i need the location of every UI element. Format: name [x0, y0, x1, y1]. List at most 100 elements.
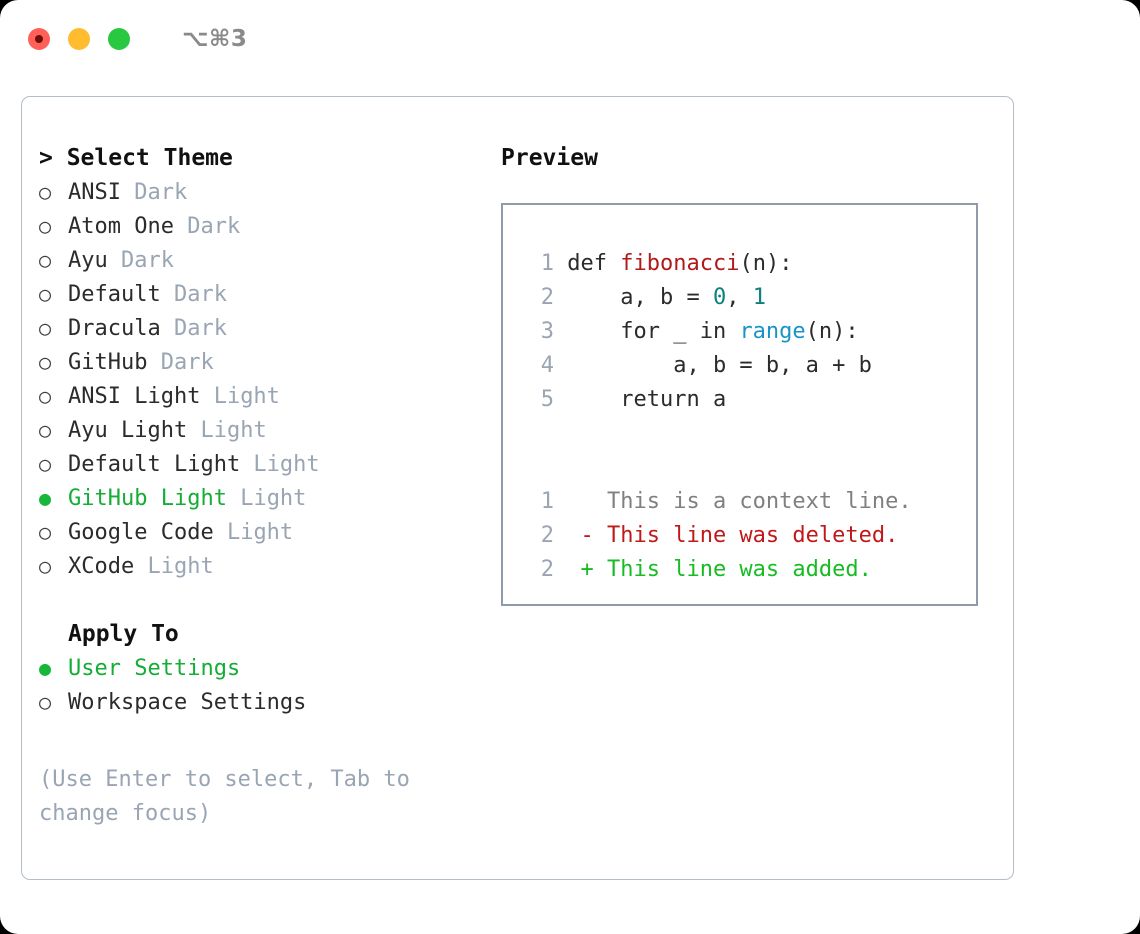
theme-list-item[interactable]: ○ ANSI Light Light [39, 379, 489, 413]
apply-to-list[interactable]: ● User Settings ○ Workspace Settings [39, 651, 489, 719]
theme-list-item[interactable]: ● GitHub Light Light [39, 481, 489, 515]
theme-list[interactable]: ○ANSI Dark○Atom One Dark○Ayu Dark○Defaul… [39, 175, 489, 583]
radio-unselected-icon: ○ [39, 690, 52, 714]
code-gutter-gap [554, 353, 567, 378]
code-token: (n): [805, 319, 859, 344]
line-number: 5 [540, 387, 554, 412]
theme-name-label: Default Light [68, 452, 241, 477]
close-window-icon[interactable] [28, 28, 50, 50]
code-line: 1 def fibonacci(n): [524, 247, 872, 281]
keyboard-shortcut-label: ⌥⌘3 [182, 26, 248, 52]
radio-unselected-icon: ○ [39, 452, 52, 476]
diff-sample: 1 This is a context line.2 - This line w… [524, 485, 912, 587]
preview-title: Preview [501, 145, 598, 171]
theme-selector-title: > Select Theme [39, 145, 233, 171]
code-token: for _ in [567, 319, 740, 344]
radio-unselected-icon: ○ [39, 384, 52, 408]
minimize-window-icon[interactable] [68, 28, 90, 50]
apply-to-title: Apply To [68, 621, 179, 647]
code-token: a, b = [567, 285, 713, 310]
code-gutter-gap [554, 319, 567, 344]
radio-selected-icon: ● [39, 486, 52, 510]
theme-variant-label: Dark [160, 316, 227, 341]
radio-selected-icon: ● [39, 656, 52, 680]
theme-name-label: GitHub [68, 350, 148, 375]
code-token: 1 [752, 285, 766, 310]
radio-unselected-icon: ○ [39, 520, 52, 544]
theme-name-label: Google Code [68, 520, 214, 545]
diff-text: + This line was added. [554, 557, 872, 582]
theme-list-item[interactable]: ○ Google Code Light [39, 515, 489, 549]
maximize-window-icon[interactable] [108, 28, 130, 50]
theme-variant-label: Dark [173, 214, 241, 239]
code-token: a, b = b, a + b [567, 353, 872, 378]
theme-list-item[interactable]: ○Ayu Dark [39, 243, 489, 277]
preview-column: Preview [501, 141, 996, 175]
theme-name-label: GitHub Light [68, 486, 227, 511]
code-line: 3 for _ in range(n): [524, 315, 872, 349]
line-number: 1 [540, 489, 554, 514]
theme-variant-label: Dark [160, 282, 227, 307]
code-token: 0 [712, 285, 727, 310]
theme-variant-label: Light [240, 452, 320, 477]
main-panel: > Select Theme ○ANSI Dark○Atom One Dark○… [21, 96, 1014, 880]
diff-text: - This line was deleted. [554, 523, 899, 548]
line-number: 1 [540, 251, 554, 276]
theme-list-item[interactable]: ○ Default Dark [39, 277, 489, 311]
code-gutter-gap [554, 251, 567, 276]
theme-list-item[interactable]: ○ANSI Dark [39, 175, 489, 209]
code-line: 4 a, b = b, a + b [524, 349, 872, 383]
theme-name-label: XCode [68, 554, 135, 579]
theme-variant-label: Dark [147, 350, 214, 375]
diff-line: 2 + This line was added. [524, 553, 912, 587]
theme-list-item[interactable]: ○ GitHub Dark [39, 345, 489, 379]
theme-name-label: Ayu Light [68, 418, 188, 443]
theme-list-item[interactable]: ○ Default Light Light [39, 447, 489, 481]
theme-list-item[interactable]: ○Ayu Light Light [39, 413, 489, 447]
radio-unselected-icon: ○ [39, 350, 52, 374]
line-number: 2 [540, 285, 554, 310]
code-gutter-gap [554, 285, 567, 310]
apply-to-item[interactable]: ○ Workspace Settings [39, 685, 489, 719]
code-token: return a [567, 387, 727, 412]
code-token: , [726, 285, 753, 310]
theme-selector-column: > Select Theme ○ANSI Dark○Atom One Dark○… [39, 141, 489, 719]
code-gutter-gap [554, 387, 567, 412]
section-spacer [39, 583, 489, 617]
theme-variant-label: Light [213, 520, 294, 545]
traffic-lights [28, 28, 130, 50]
theme-name-label: Dracula [68, 316, 161, 341]
code-token: (n): [739, 251, 793, 276]
radio-unselected-icon: ○ [39, 248, 52, 272]
radio-unselected-icon: ○ [39, 418, 52, 442]
radio-unselected-icon: ○ [39, 316, 52, 340]
line-number: 2 [540, 557, 554, 582]
theme-variant-label: Dark [107, 248, 174, 273]
theme-variant-label: Light [134, 554, 214, 579]
radio-unselected-icon: ○ [39, 180, 52, 204]
theme-list-item[interactable]: ○ XCode Light [39, 549, 489, 583]
radio-unselected-icon: ○ [39, 282, 52, 306]
keyboard-hint: (Use Enter to select, Tab to change focu… [39, 767, 424, 826]
theme-variant-label: Light [200, 384, 280, 409]
apply-to-label: Workspace Settings [68, 690, 307, 715]
theme-list-item[interactable]: ○ Dracula Dark [39, 311, 489, 345]
theme-name-label: ANSI Light [68, 384, 201, 409]
theme-name-label: Default [68, 282, 161, 307]
diff-line: 2 - This line was deleted. [524, 519, 912, 553]
code-token: fibonacci [620, 251, 740, 276]
code-line: 5 return a [524, 383, 872, 417]
code-token: def [567, 251, 621, 276]
apply-to-label: User Settings [68, 656, 241, 681]
theme-variant-label: Light [226, 486, 307, 511]
diff-text: This is a context line. [554, 489, 912, 514]
theme-list-item[interactable]: ○Atom One Dark [39, 209, 489, 243]
radio-unselected-icon: ○ [39, 214, 52, 238]
apply-to-item[interactable]: ● User Settings [39, 651, 489, 685]
line-number: 4 [540, 353, 554, 378]
radio-unselected-icon: ○ [39, 554, 52, 578]
diff-line: 1 This is a context line. [524, 485, 912, 519]
